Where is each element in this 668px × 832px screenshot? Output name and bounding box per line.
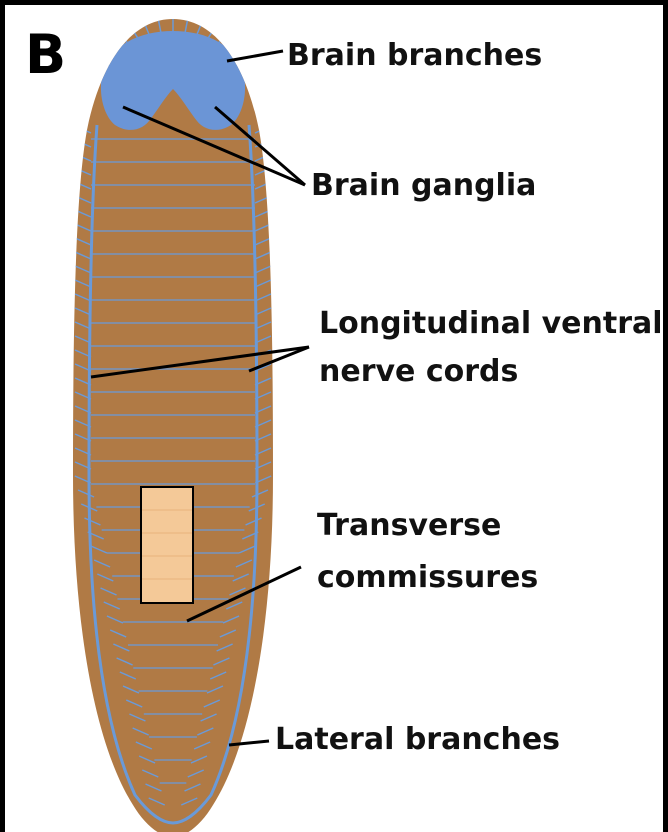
brain-branch [92, 60, 111, 66]
label-transverse-line2: commissures [317, 560, 538, 595]
panel-letter: B [25, 23, 66, 86]
label-lateral-branches: Lateral branches [275, 722, 560, 757]
label-longitudinal-cords-line2: nerve cords [319, 354, 518, 389]
label-longitudinal-cords-line1: Longitudinal ventral [319, 306, 663, 341]
brain-branches-leader [227, 51, 283, 61]
brain-branch [99, 50, 116, 59]
label-transverse-line1: Transverse [317, 508, 501, 543]
worm-body [73, 19, 273, 832]
label-brain-ganglia: Brain ganglia [311, 168, 536, 203]
magnified-region-box [141, 487, 193, 603]
brain-branch [235, 60, 254, 66]
label-brain-branches: Brain branches [287, 38, 542, 73]
planarian-nervous-system-diagram: B Brain branches Brain ganglia Longitudi… [5, 5, 668, 832]
